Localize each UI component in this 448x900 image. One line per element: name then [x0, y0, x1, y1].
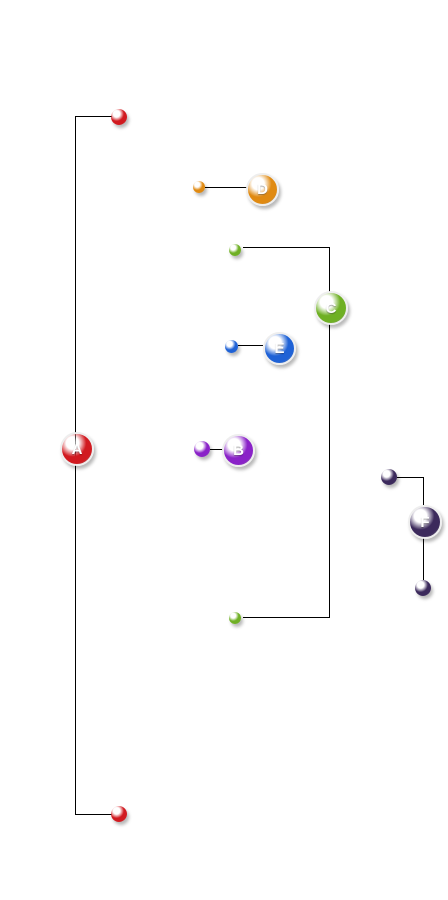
node-b-label: B	[233, 442, 244, 459]
node-a-child-top[interactable]	[111, 109, 127, 125]
node-e-child[interactable]	[225, 340, 238, 353]
node-c-label: C	[325, 299, 337, 317]
node-b-child[interactable]	[194, 441, 210, 457]
node-d-label: D	[257, 181, 268, 198]
node-f-child-top[interactable]	[381, 469, 397, 485]
node-f[interactable]: F	[408, 505, 442, 539]
connector-f-top	[397, 477, 424, 505]
connector-c-bottom	[243, 322, 330, 618]
node-c[interactable]: C	[314, 291, 348, 325]
connector-a-top	[75, 116, 112, 447]
node-c-child-top[interactable]	[229, 244, 241, 256]
node-c-child-bottom[interactable]	[229, 612, 241, 624]
connector-a-bottom	[75, 447, 112, 815]
node-e[interactable]: E	[263, 332, 296, 365]
node-a-label: A	[71, 440, 83, 458]
node-a-child-bottom[interactable]	[111, 806, 127, 822]
node-d[interactable]: D	[246, 173, 279, 206]
node-e-label: E	[274, 340, 285, 357]
node-f-child-bottom[interactable]	[415, 580, 431, 596]
node-a[interactable]: A	[60, 432, 94, 466]
node-d-child[interactable]	[193, 181, 205, 193]
node-f-label: F	[420, 513, 430, 531]
node-b[interactable]: B	[222, 434, 255, 467]
connector-c-top	[243, 247, 330, 292]
